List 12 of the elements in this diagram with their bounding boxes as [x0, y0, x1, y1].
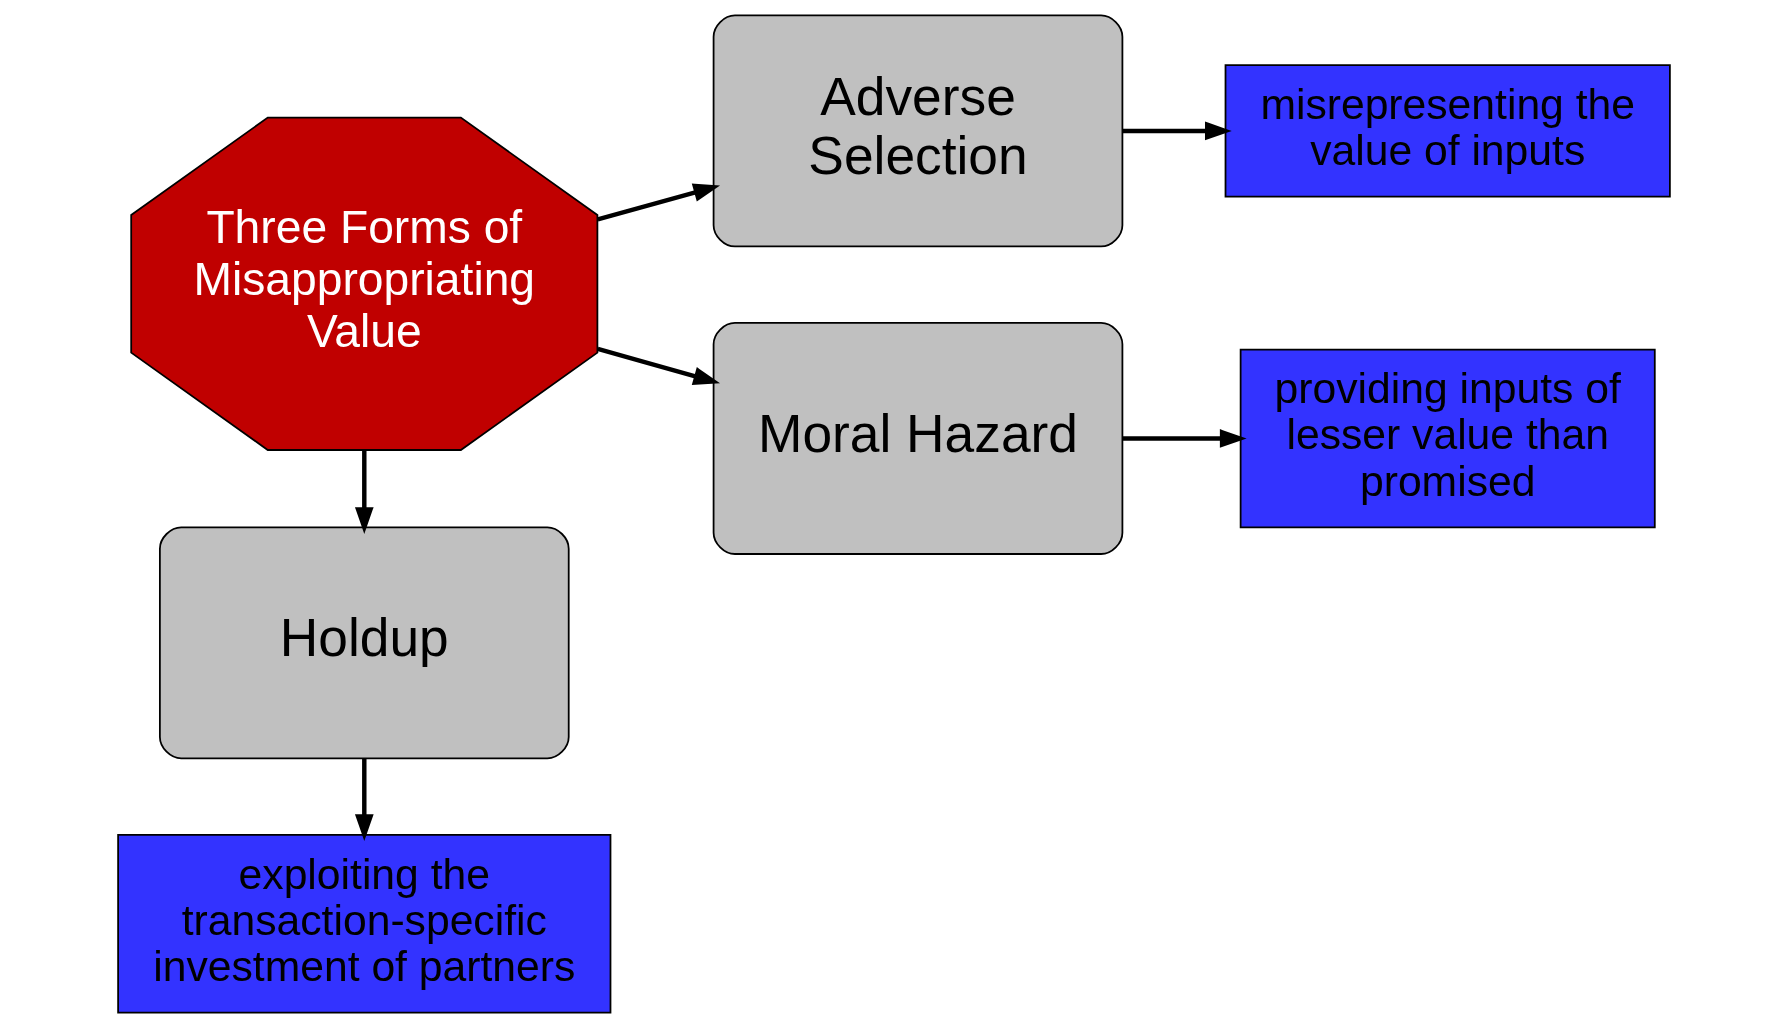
arrow [596, 183, 720, 222]
node-box: exploiting the transaction-specific investment of partners [116, 833, 611, 1014]
node-box: providing inputs of lesser value than promised [1239, 348, 1656, 529]
arrow [354, 450, 374, 534]
node-box: Adverse Selection [712, 14, 1123, 248]
arrow [1121, 121, 1232, 141]
arrow [354, 758, 374, 842]
arrow [596, 346, 720, 386]
node-box: Moral Hazard [712, 322, 1123, 555]
arrow [1121, 429, 1247, 448]
node-box: Holdup [158, 526, 570, 760]
node-box: misrepresenting the value of inputs [1224, 64, 1671, 198]
